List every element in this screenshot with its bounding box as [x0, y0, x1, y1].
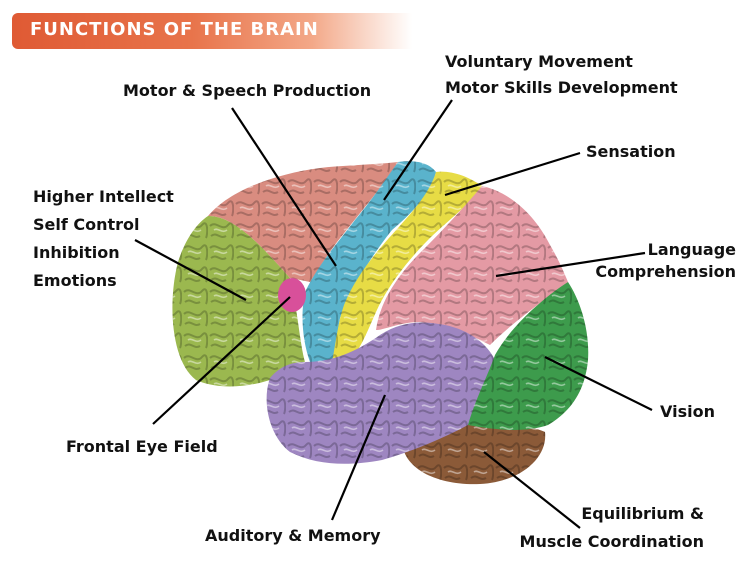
label-motor-skills: Motor Skills Development	[445, 78, 678, 97]
leader-line-motor-speech	[231, 107, 337, 267]
leader-line-language	[495, 251, 646, 278]
page-title: FUNCTIONS OF THE BRAIN	[30, 19, 319, 40]
frontal-eye-field-region	[278, 278, 306, 312]
label-voluntary-movement: Voluntary Movement	[445, 52, 633, 71]
label-frontal-eye-field: Frontal Eye Field	[66, 437, 218, 456]
label-vision: Vision	[660, 402, 715, 421]
leader-line-auditory	[330, 394, 387, 521]
leader-line-vision	[544, 356, 653, 411]
label-motor-speech: Motor & Speech Production	[123, 81, 372, 100]
leader-line-sensation	[444, 151, 581, 197]
leader-line-equilibrium	[483, 451, 581, 529]
label-emotions: Emotions	[33, 271, 117, 290]
leader-line-higher	[134, 239, 247, 301]
title-banner	[12, 13, 412, 49]
label-inhibition: Inhibition	[33, 243, 120, 262]
leader-line-voluntary	[383, 99, 453, 201]
label-language: Language	[647, 240, 736, 259]
label-sensation: Sensation	[586, 142, 676, 161]
label-muscle-coordination: Muscle Coordination	[519, 532, 704, 551]
label-self-control: Self Control	[33, 215, 140, 234]
label-equilibrium: Equilibrium &	[581, 504, 704, 523]
label-auditory-memory: Auditory & Memory	[205, 526, 381, 545]
label-higher-intellect: Higher Intellect	[33, 187, 174, 206]
label-comprehension: Comprehension	[595, 262, 736, 281]
leader-line-frontal-eye	[152, 296, 291, 425]
